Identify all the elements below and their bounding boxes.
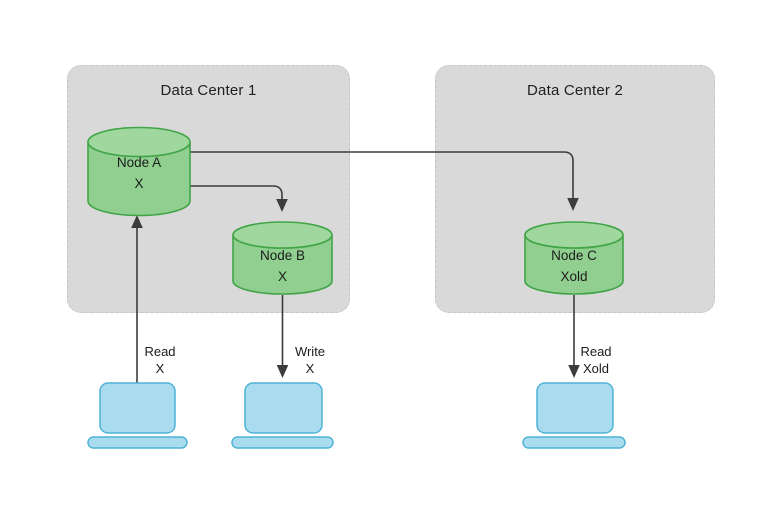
client-1-laptop-icon bbox=[87, 382, 188, 449]
read-x-value: X bbox=[155, 361, 165, 376]
node-b-cylinder-icon bbox=[232, 221, 333, 295]
client-3-laptop-icon bbox=[522, 382, 626, 449]
read-x-action: Read bbox=[144, 344, 176, 359]
client-2-laptop-icon bbox=[231, 382, 334, 449]
data-center-2-title: Data Center 2 bbox=[527, 82, 623, 99]
arrowhead-node-a-to-node-c bbox=[567, 198, 579, 211]
read-x-label: Read X bbox=[135, 343, 185, 377]
node-b-label: Node B X bbox=[233, 245, 332, 287]
arrow-node-a-to-node-c bbox=[190, 151, 574, 199]
node-a-name: Node A bbox=[116, 155, 162, 170]
arrowhead-node-c-to-client3 bbox=[568, 365, 580, 378]
write-x-value: X bbox=[305, 361, 315, 376]
read-xold-value: Xold bbox=[582, 361, 610, 376]
read-xold-action: Read bbox=[580, 344, 612, 359]
node-c-cylinder-icon bbox=[524, 221, 624, 295]
arrowhead-node-b-to-client2 bbox=[276, 365, 289, 378]
arrowhead-node-a-to-node-b bbox=[276, 199, 288, 212]
node-b-name: Node B bbox=[259, 248, 306, 263]
arrowhead-client1-to-node-a bbox=[131, 215, 143, 228]
node-c-label: Node C Xold bbox=[525, 245, 623, 287]
write-x-label: Write X bbox=[285, 343, 335, 377]
node-b-value: X bbox=[277, 269, 287, 284]
write-x-action: Write bbox=[294, 344, 326, 359]
data-center-1-title: Data Center 1 bbox=[160, 82, 257, 99]
node-a-value: X bbox=[134, 176, 144, 191]
node-c-value: Xold bbox=[560, 269, 588, 284]
node-c-name: Node C bbox=[551, 248, 597, 263]
node-a-label: Node A X bbox=[89, 152, 189, 194]
read-xold-label: Read Xold bbox=[571, 343, 621, 377]
arrow-node-a-to-node-b bbox=[190, 185, 283, 200]
node-a-cylinder-icon bbox=[87, 126, 191, 217]
